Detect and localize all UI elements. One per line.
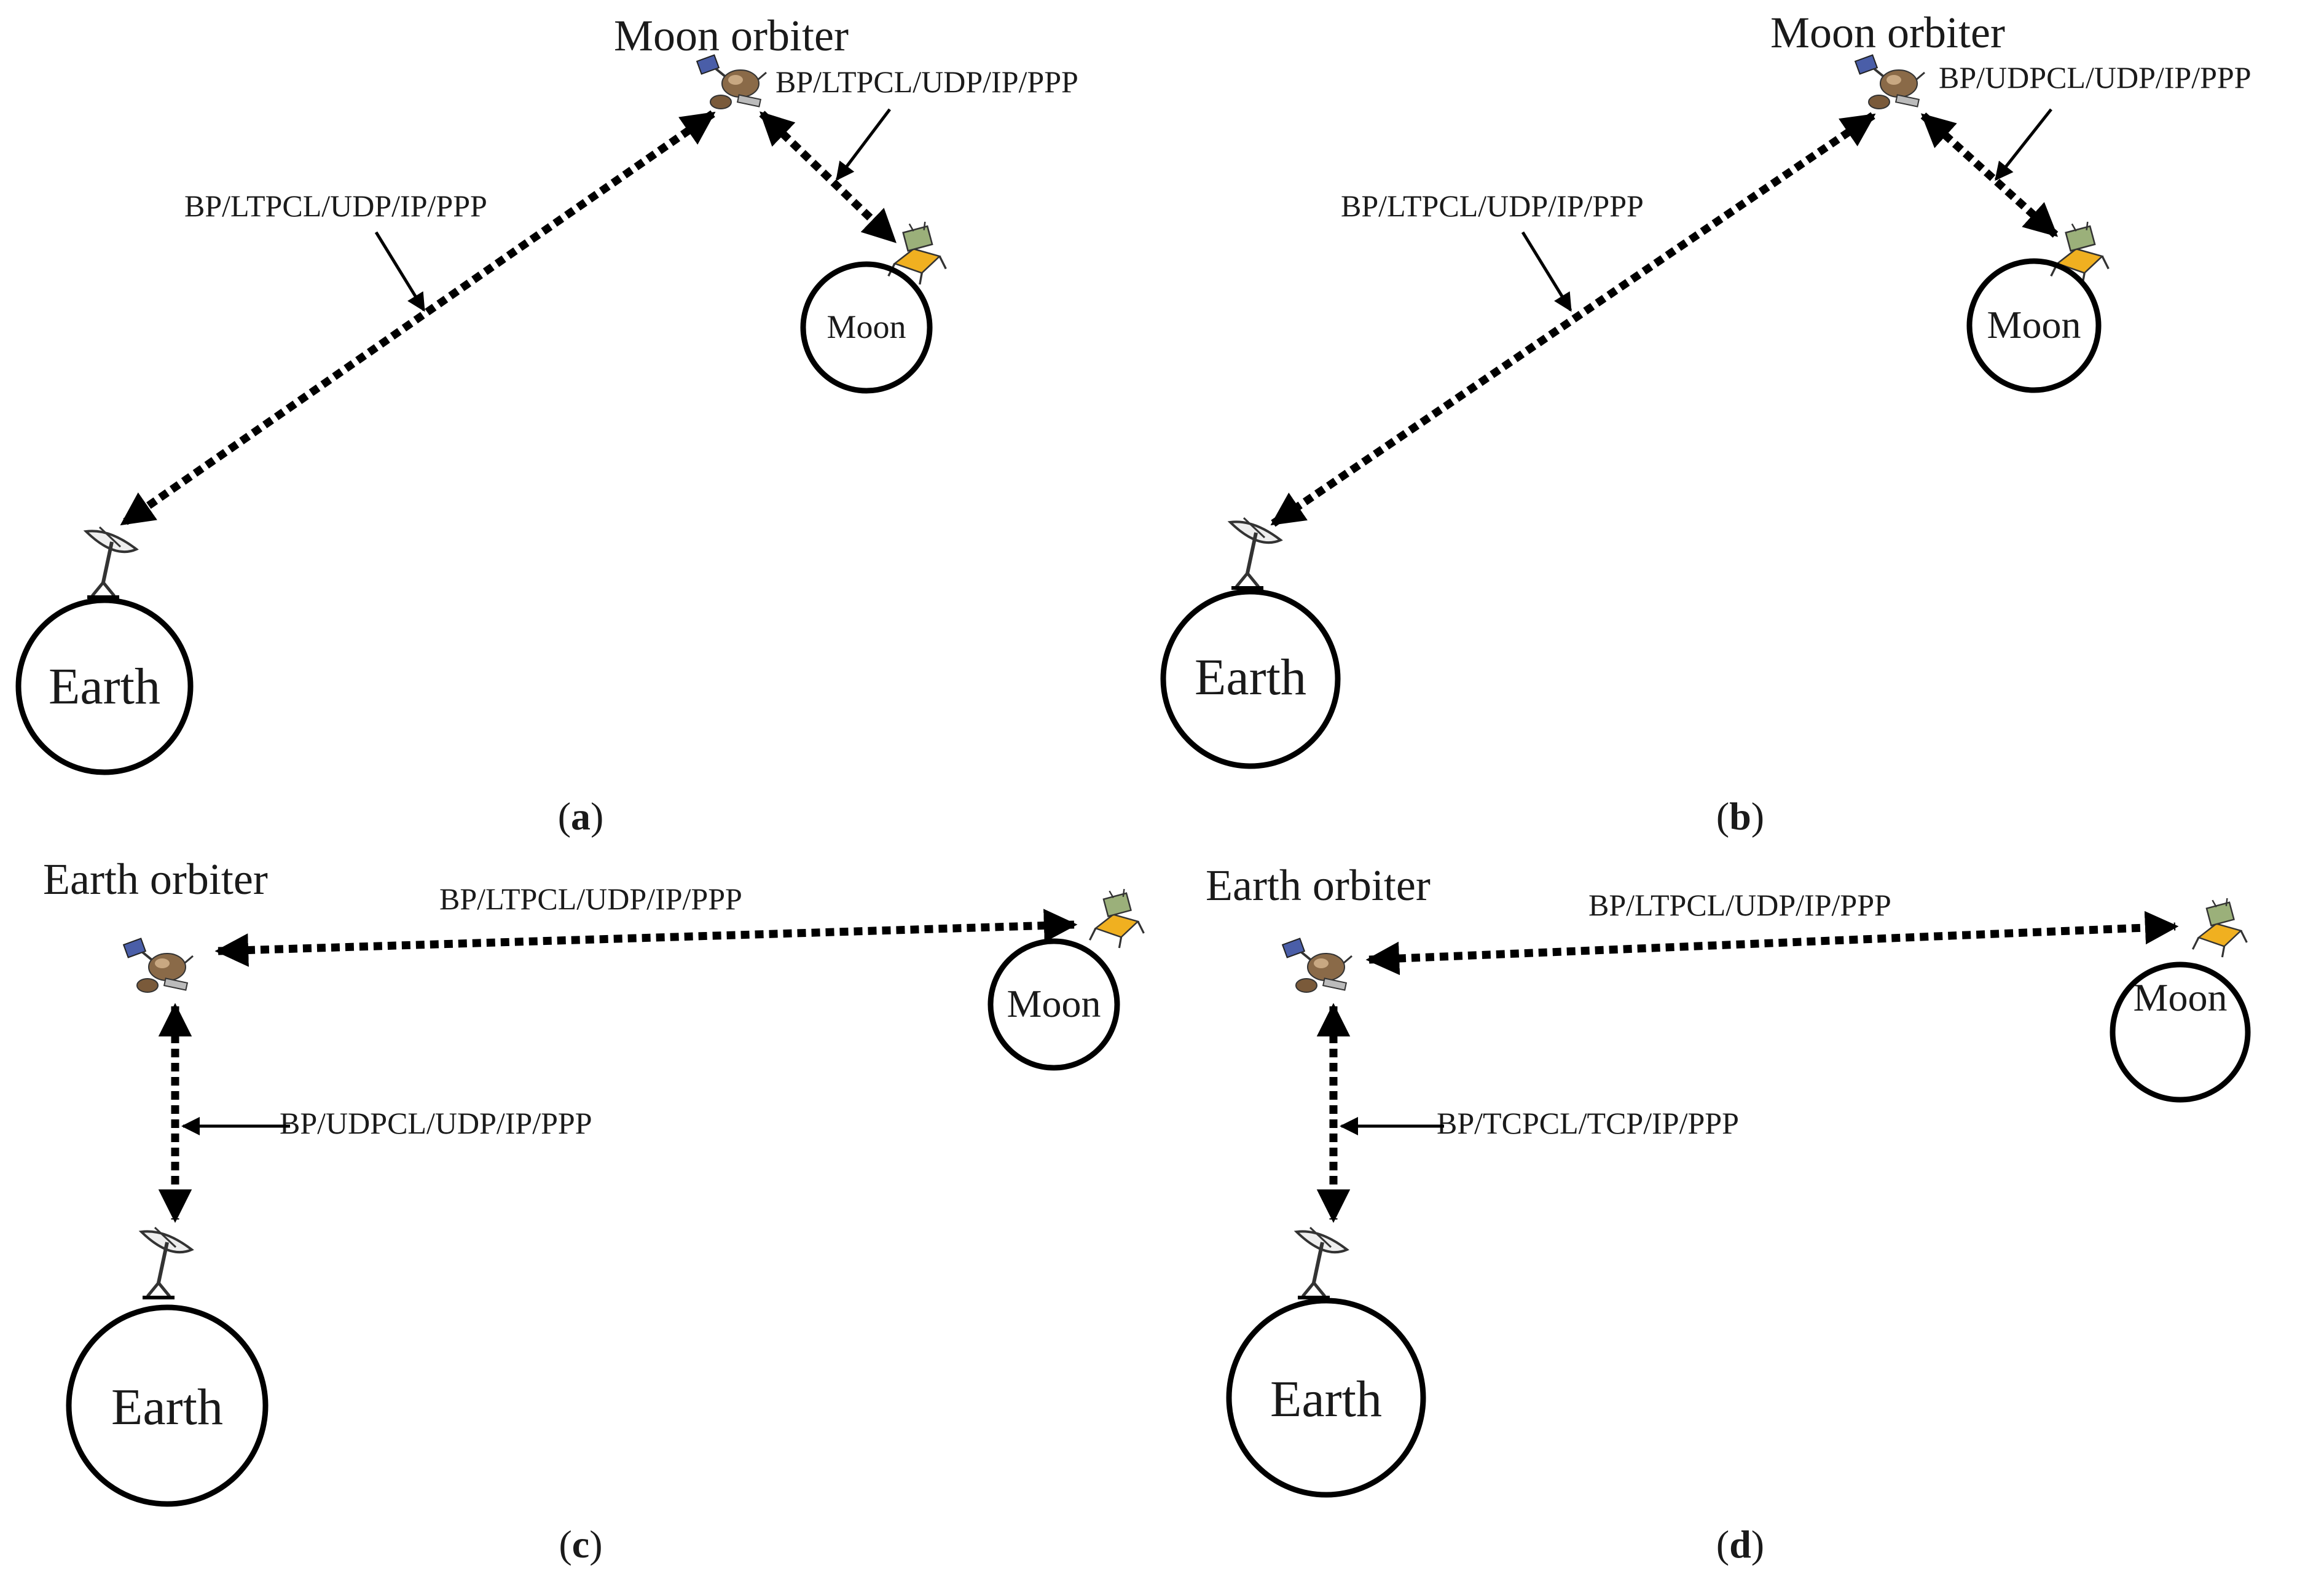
moon-circle xyxy=(987,938,1120,1071)
link-orbiter-moon xyxy=(1920,112,2059,238)
panel-a: Moon orbiter BP/LTPCL/UDP/IP/PPP BP/LTPC… xyxy=(15,11,1078,838)
moon-label: Moon xyxy=(826,308,906,345)
caption-c: (c) xyxy=(559,1522,602,1566)
dish-antenna-icon xyxy=(141,1228,192,1298)
link-orbiter-moon xyxy=(214,909,1078,967)
earth-circle xyxy=(66,1304,269,1507)
protocol-label-link2: BP/LTPCL/UDP/IP/PPP xyxy=(775,65,1078,99)
protocol-label-link2: BP/UDPCL/UDP/IP/PPP xyxy=(280,1106,592,1140)
satellite-icon xyxy=(1854,53,1926,110)
earth-circle xyxy=(15,597,194,775)
moon-label: Moon xyxy=(1007,982,1101,1025)
moon-circle xyxy=(1966,258,2102,393)
caption-b: (b) xyxy=(1716,794,1764,838)
panel-c: Earth orbiter BP/LTPCL/UDP/IP/PPP Moon B… xyxy=(43,855,1145,1566)
dish-antenna-icon xyxy=(1297,1228,1347,1298)
earth-label: Earth xyxy=(1270,1371,1382,1428)
panel-d: Earth orbiter BP/LTPCL/UDP/IP/PPP Moon B… xyxy=(1206,861,2251,1566)
protocol-label-link2: BP/TCPCL/TCP/IP/PPP xyxy=(1437,1106,1739,1140)
protocol-label-link2: BP/UDPCL/UDP/IP/PPP xyxy=(1939,60,2251,95)
link-orbiter-moon xyxy=(1365,910,2179,976)
lunar-lander-icon xyxy=(1088,888,1145,949)
hub-title: Moon orbiter xyxy=(614,11,849,60)
moon-label: Moon xyxy=(1987,303,2081,347)
label-pointer-link1 xyxy=(1521,231,1572,312)
earth-circle xyxy=(1160,589,1341,769)
protocol-label-link1: BP/LTPCL/UDP/IP/PPP xyxy=(184,189,487,223)
earth-circle xyxy=(1226,1298,1426,1498)
label-pointer-link2 xyxy=(1995,108,2052,181)
panel-b: Moon orbiter BP/LTPCL/UDP/IP/PPP BP/UDPC… xyxy=(1160,8,2251,838)
label-pointer-link2 xyxy=(836,108,891,181)
earth-label: Earth xyxy=(1195,649,1306,706)
hub-title: Earth orbiter xyxy=(1206,861,1431,910)
protocol-label-link1: BP/LTPCL/UDP/IP/PPP xyxy=(1588,888,1891,922)
caption-d: (d) xyxy=(1716,1522,1764,1566)
moon-circle xyxy=(2110,961,2251,1103)
hub-title: Earth orbiter xyxy=(43,855,268,904)
satellite-icon xyxy=(696,53,767,110)
caption-a: (a) xyxy=(558,794,604,838)
satellite-icon xyxy=(122,937,194,993)
earth-label: Earth xyxy=(111,1379,223,1436)
link-orbiter-earth xyxy=(1270,112,1876,527)
moon-circle xyxy=(800,261,933,394)
lunar-lander-icon xyxy=(2050,221,2110,286)
dish-antenna-icon xyxy=(1230,518,1281,588)
lunar-lander-icon xyxy=(2191,897,2248,958)
label-pointer-link1 xyxy=(374,231,426,312)
dish-antenna-icon xyxy=(86,527,136,597)
protocol-label-link1: BP/LTPCL/UDP/IP/PPP xyxy=(439,882,742,916)
protocol-label-link1: BP/LTPCL/UDP/IP/PPP xyxy=(1341,189,1644,223)
hub-title: Moon orbiter xyxy=(1770,8,2005,57)
moon-label: Moon xyxy=(2134,976,2228,1019)
link-orbiter-earth xyxy=(120,110,716,527)
satellite-icon xyxy=(1281,937,1353,993)
earth-label: Earth xyxy=(49,658,160,715)
link-orbiter-moon xyxy=(759,111,897,244)
